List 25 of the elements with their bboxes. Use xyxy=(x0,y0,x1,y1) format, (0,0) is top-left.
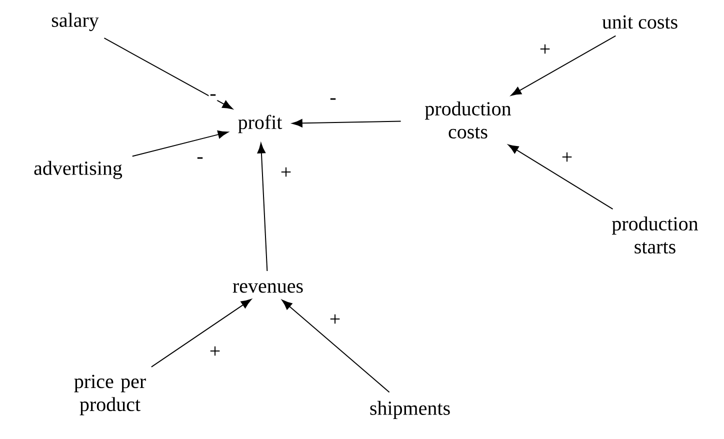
node-text: salary xyxy=(52,12,99,32)
arrow xyxy=(257,142,268,272)
edge-label: + xyxy=(538,43,552,57)
arrow xyxy=(508,144,614,210)
edge-label: - xyxy=(328,97,338,105)
node-text: revenues xyxy=(232,283,303,293)
node-text: advertising xyxy=(34,160,122,180)
edge-label: + xyxy=(279,166,293,180)
edge-label: - xyxy=(208,93,218,101)
edge-label: + xyxy=(560,151,574,165)
node-text: production starts xyxy=(612,216,698,254)
arrow xyxy=(132,130,228,157)
arrow xyxy=(292,119,402,128)
edge-label: + xyxy=(328,313,342,327)
node-text: production costs xyxy=(425,101,512,139)
arrow xyxy=(282,300,390,393)
arrow xyxy=(510,35,616,96)
node-text: price per product xyxy=(74,374,146,416)
node-text: unit costs xyxy=(602,15,678,29)
arrow xyxy=(104,38,233,110)
node-text: shipments xyxy=(370,400,450,420)
edge-label: + xyxy=(208,345,222,359)
edge-label: - xyxy=(196,156,204,164)
node-text: profit xyxy=(238,114,282,134)
arrow xyxy=(150,299,252,368)
